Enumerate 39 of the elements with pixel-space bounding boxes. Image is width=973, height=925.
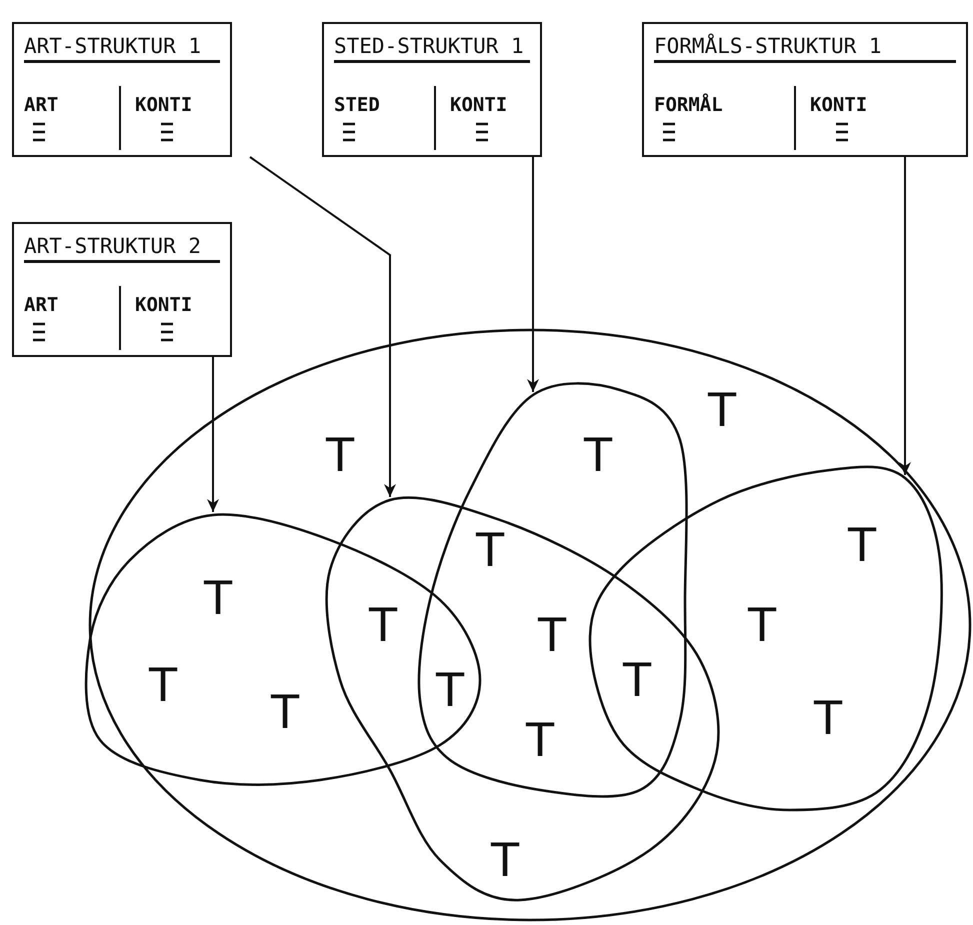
ellipse-outline [84, 328, 972, 922]
column-header: KONTI [810, 94, 868, 116]
element-label: T [436, 667, 464, 713]
element-label: T [271, 689, 300, 735]
element-label: T [584, 432, 612, 478]
table-title: ART-STRUKTUR 2 [24, 234, 220, 263]
blob-outline [325, 496, 720, 902]
element-label: T [204, 575, 232, 621]
table-title: STED-STRUKTUR 1 [334, 34, 530, 63]
element-label: T [814, 695, 842, 741]
column-header: KONTI [135, 294, 192, 316]
element-label: T [623, 657, 652, 703]
element-label: T [708, 387, 736, 433]
table-box [322, 22, 542, 157]
arrow [899, 157, 911, 475]
arrow [527, 157, 539, 392]
element-label: T [476, 527, 504, 573]
element-label: T [326, 432, 354, 478]
table-box [12, 222, 232, 357]
column-header: KONTI [135, 94, 192, 116]
blob-outline [418, 382, 688, 798]
column-header: ART [24, 94, 58, 116]
table-box [12, 22, 232, 157]
column-header: STED [334, 94, 380, 116]
table-title: ART-STRUKTUR 1 [24, 34, 220, 63]
table-box [642, 22, 968, 157]
element-label: T [491, 837, 520, 883]
element-label: T [748, 602, 776, 648]
column-header: ART [24, 294, 58, 316]
element-label: T [149, 662, 178, 708]
element-label: T [369, 602, 398, 648]
element-label: T [526, 717, 554, 763]
element-label: T [848, 522, 876, 568]
arrow [249, 156, 396, 497]
column-header: KONTI [450, 94, 508, 116]
table-title: FORMÅLS-STRUKTUR 1 [654, 34, 956, 63]
arrow [207, 357, 219, 512]
element-label: T [538, 612, 566, 658]
column-header: FORMÅL [654, 94, 723, 116]
